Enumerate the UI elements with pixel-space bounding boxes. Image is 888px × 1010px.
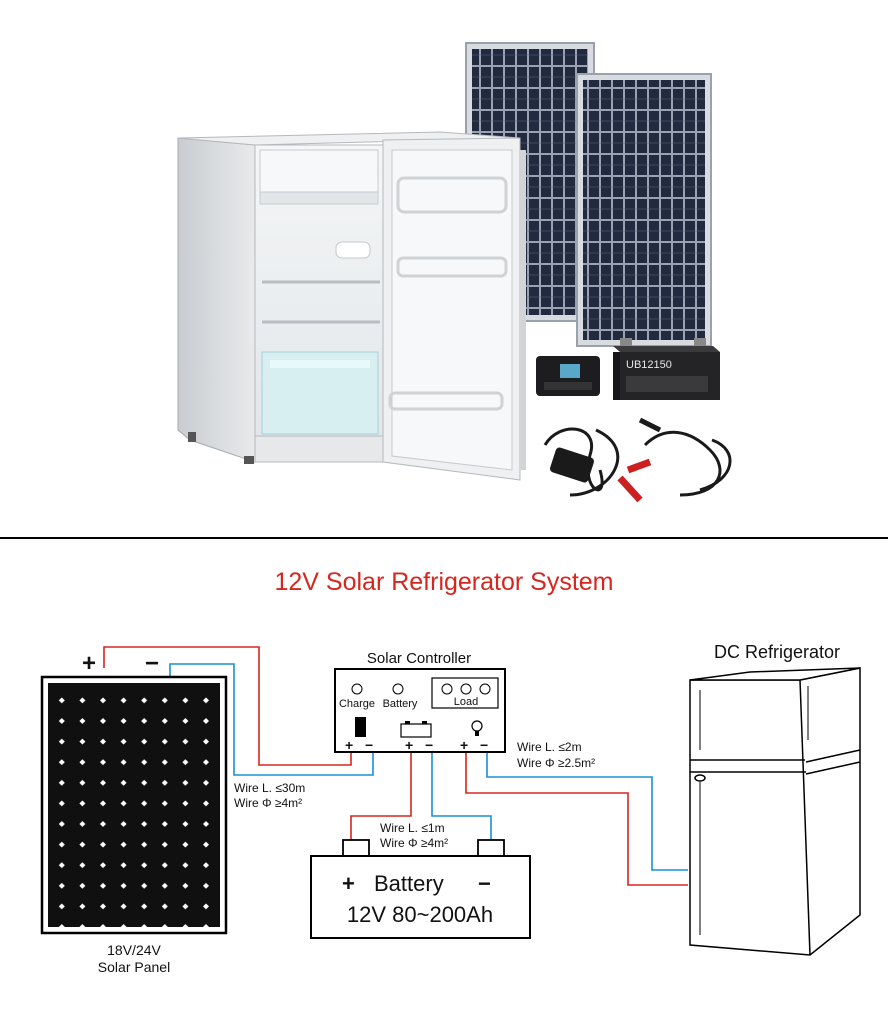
panel-terminal-plus: + [345, 737, 353, 753]
battery-wire-length: Wire L. ≤1m [380, 821, 445, 835]
photo-refrigerator [177, 131, 526, 481]
solar-panel: + − 18V/24V Solar Panel [40, 650, 228, 975]
battery-minus-sign: − [478, 871, 491, 896]
load-wire-gauge: Wire Φ ≥2.5m² [517, 756, 595, 770]
load-indicator-box [431, 677, 499, 709]
lightbulb-icon [471, 720, 483, 736]
battery-positive-terminal [342, 839, 370, 858]
battery-negative-wire [431, 750, 492, 840]
panel-positive-wire [103, 646, 352, 766]
battery-positive-wire [350, 750, 412, 840]
load-negative-wire [486, 750, 688, 871]
panel-negative-wire [169, 663, 374, 776]
panel-minus-sign: − [145, 650, 159, 677]
battery-indicator-icon [392, 683, 404, 695]
photo-battery-label: UB12150 [626, 359, 672, 371]
load-terminal-minus: − [480, 737, 488, 753]
wire-specs: Wire L. ≤30m Wire Φ ≥4m² Wire L. ≤1m Wir… [234, 740, 595, 850]
panel-name-label: Solar Panel [98, 959, 170, 975]
battery-negative-terminal [477, 839, 505, 858]
panel-wire-length: Wire L. ≤30m [234, 781, 305, 795]
battery-terminal-minus: − [425, 737, 433, 753]
load-indicator-label: Load [454, 696, 478, 708]
diagram-title: 12V Solar Refrigerator System [274, 568, 613, 596]
solar-controller: Solar Controller Charge Battery Load + −… [334, 650, 506, 753]
battery-plus-sign: + [342, 871, 355, 896]
wiring [103, 646, 688, 886]
product-photo: UB12150 [177, 42, 732, 503]
refrigerator-title: DC Refrigerator [714, 642, 840, 662]
panel-wire-gauge: Wire Φ ≥4m² [234, 796, 302, 810]
photo-charge-controller [536, 356, 600, 396]
battery-terminal-plus: + [405, 737, 413, 753]
battery-spec: 12V 80~200Ah [347, 902, 493, 927]
battery-name: Battery [374, 871, 444, 896]
battery-indicator-label: Battery [383, 698, 418, 710]
battery: + Battery − 12V 80~200Ah [310, 839, 531, 939]
load-terminal-plus: + [460, 737, 468, 753]
panel-plus-sign: + [82, 650, 96, 677]
load-wire-length: Wire L. ≤2m [517, 740, 582, 754]
panel-voltage-label: 18V/24V [107, 942, 161, 958]
dc-refrigerator: DC Refrigerator [689, 642, 861, 956]
photo-cables [543, 417, 732, 503]
photo-battery: UB12150 [613, 338, 720, 400]
battery-wire-gauge: Wire Φ ≥4m² [380, 836, 448, 850]
controller-title: Solar Controller [367, 650, 471, 667]
load-positive-wire [465, 750, 688, 886]
panel-port-icon [355, 717, 366, 737]
charge-indicator-label: Charge [339, 698, 375, 710]
panel-terminal-minus: − [365, 737, 373, 753]
charge-indicator-icon [351, 683, 363, 695]
photo-solar-panel-front [576, 73, 712, 347]
battery-port-icon [400, 721, 432, 738]
